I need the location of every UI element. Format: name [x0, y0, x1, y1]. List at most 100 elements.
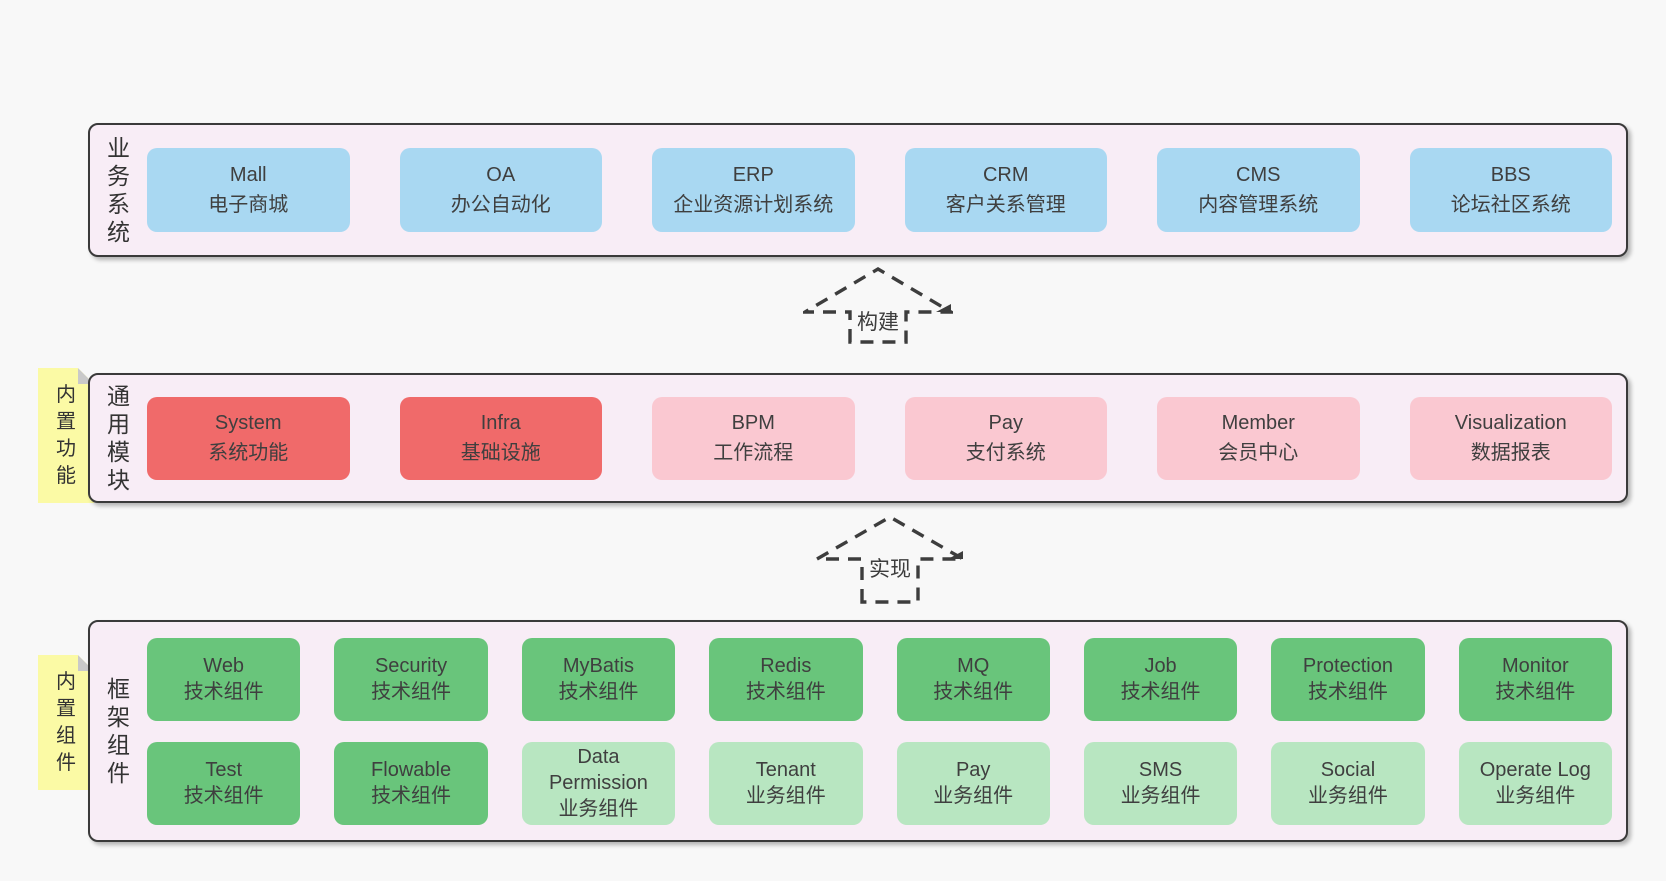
box-title: Tenant	[755, 759, 816, 781]
box-erp: ERP 企业资源计划系统	[652, 148, 855, 232]
box-mq: MQ 技术组件	[896, 637, 1050, 721]
box-subtitle: 办公自动化	[450, 194, 551, 216]
box-system: System 系统功能	[147, 396, 350, 480]
box-mybatis: MyBatis 技术组件	[521, 637, 676, 721]
box-title: CRM	[982, 164, 1029, 186]
box-test: Test 技术组件	[147, 741, 301, 825]
box-title: Member	[1221, 412, 1295, 434]
box-title: Infra	[480, 412, 521, 434]
box-title: Operate Log	[1479, 759, 1591, 781]
box-subtitle: 业务组件	[745, 785, 826, 807]
box-subtitle: 电子商城	[208, 194, 289, 216]
sticky-label: 内 置 组 件	[56, 670, 76, 774]
box-subtitle: 技术组件	[1120, 681, 1201, 703]
box-member: Member 会员中心	[1157, 396, 1360, 480]
framework-components-panel: 框 架 组 件 Web 技术组件 Security 技术组件 MyBatis 技…	[88, 620, 1628, 842]
box-web: Web 技术组件	[147, 637, 301, 721]
box-subtitle: 论坛社区系统	[1450, 194, 1571, 216]
box-subtitle: 技术组件	[371, 785, 452, 807]
box-subtitle: 基础设施	[460, 442, 541, 464]
box-title: Job	[1144, 655, 1177, 677]
box-protection: Protection 技术组件	[1271, 637, 1425, 721]
box-bpm: BPM 工作流程	[652, 396, 855, 480]
box-oa: OA 办公自动化	[399, 148, 602, 232]
common-modules-row: System 系统功能 Infra 基础设施 BPM 工作流程 Pay 支付系统…	[147, 396, 1626, 480]
box-title: BBS	[1490, 164, 1531, 186]
box-operate-log: Operate Log 业务组件	[1458, 741, 1612, 825]
box-title: Monitor	[1501, 655, 1569, 677]
sticky-note-built-in-components: 内 置 组 件	[38, 655, 94, 790]
box-redis: Redis 技术组件	[709, 637, 863, 721]
box-title: OA	[486, 164, 516, 186]
box-title: Data Permission	[548, 746, 648, 794]
box-subtitle: 业务组件	[1307, 785, 1388, 807]
box-title: Flowable	[371, 759, 452, 781]
box-subtitle: 工作流程	[713, 442, 794, 464]
box-subtitle: 客户关系管理	[945, 194, 1066, 216]
box-subtitle: 支付系统	[965, 442, 1046, 464]
box-title: Social	[1320, 759, 1376, 781]
business-systems-panel: 业 务 系 统 Mall 电子商城 OA 办公自动化 ERP 企业资源计划系统 …	[88, 123, 1628, 257]
box-subtitle: 技术组件	[183, 785, 264, 807]
build-arrow: 构建	[798, 266, 958, 349]
tech-components-row: Web 技术组件 Security 技术组件 MyBatis 技术组件 Redi…	[147, 637, 1612, 721]
box-title: Pay	[988, 412, 1023, 434]
box-subtitle: 业务组件	[1495, 785, 1576, 807]
box-pay-biz: Pay 业务组件	[896, 741, 1050, 825]
sticky-note-built-in-features: 内 置 功 能	[38, 368, 94, 503]
box-subtitle: 技术组件	[183, 681, 264, 703]
framework-components-grid: Web 技术组件 Security 技术组件 MyBatis 技术组件 Redi…	[147, 637, 1626, 825]
common-modules-panel: 通 用 模 块 System 系统功能 Infra 基础设施 BPM 工作流程 …	[88, 373, 1628, 503]
box-subtitle: 数据报表	[1470, 442, 1551, 464]
sticky-label: 内 置 功 能	[56, 383, 76, 487]
biz-components-row: Test 技术组件 Flowable 技术组件 Data Permission …	[147, 741, 1612, 825]
box-title: MQ	[957, 655, 990, 677]
business-systems-row: Mall 电子商城 OA 办公自动化 ERP 企业资源计划系统 CRM 客户关系…	[147, 148, 1626, 232]
panel-label-business-systems: 业 务 系 统	[107, 135, 130, 245]
box-title: Security	[374, 655, 448, 677]
box-cms: CMS 内容管理系统	[1157, 148, 1360, 232]
box-bbs: BBS 论坛社区系统	[1409, 148, 1612, 232]
panel-label-framework-components: 框 架 组 件	[107, 676, 130, 786]
box-social: Social 业务组件	[1271, 741, 1425, 825]
box-subtitle: 技术组件	[1495, 681, 1576, 703]
box-subtitle: 内容管理系统	[1198, 194, 1319, 216]
box-infra: Infra 基础设施	[399, 396, 602, 480]
box-visualization: Visualization 数据报表	[1409, 396, 1612, 480]
box-subtitle: 业务组件	[558, 798, 639, 820]
arrow-label: 实现	[869, 558, 911, 581]
box-pay: Pay 支付系统	[904, 396, 1107, 480]
box-monitor: Monitor 技术组件	[1458, 637, 1612, 721]
box-subtitle: 技术组件	[1307, 681, 1388, 703]
box-title: Mall	[229, 164, 267, 186]
box-sms: SMS 业务组件	[1083, 741, 1238, 825]
implement-arrow: 实现	[810, 514, 970, 609]
box-mall: Mall 电子商城	[147, 148, 350, 232]
box-title: BPM	[731, 412, 775, 434]
box-security: Security 技术组件	[334, 637, 488, 721]
box-subtitle: 技术组件	[371, 681, 452, 703]
box-subtitle: 业务组件	[1120, 785, 1201, 807]
box-title: Visualization	[1454, 412, 1567, 434]
box-subtitle: 技术组件	[745, 681, 826, 703]
box-title: ERP	[732, 164, 774, 186]
box-title: System	[214, 412, 282, 434]
box-title: MyBatis	[562, 655, 634, 677]
arrow-label: 构建	[857, 311, 899, 334]
box-subtitle: 系统功能	[208, 442, 289, 464]
box-subtitle: 技术组件	[558, 681, 639, 703]
box-subtitle: 业务组件	[933, 785, 1014, 807]
box-title: CMS	[1236, 164, 1281, 186]
box-title: Pay	[955, 759, 991, 781]
box-job: Job 技术组件	[1083, 637, 1238, 721]
box-crm: CRM 客户关系管理	[904, 148, 1107, 232]
box-title: Protection	[1302, 655, 1393, 677]
box-subtitle: 技术组件	[933, 681, 1014, 703]
panel-label-common-modules: 通 用 模 块	[107, 383, 130, 493]
box-title: SMS	[1138, 759, 1183, 781]
box-tenant: Tenant 业务组件	[709, 741, 863, 825]
box-subtitle: 会员中心	[1218, 442, 1299, 464]
box-title: Web	[203, 655, 245, 677]
box-subtitle: 企业资源计划系统	[673, 194, 834, 216]
